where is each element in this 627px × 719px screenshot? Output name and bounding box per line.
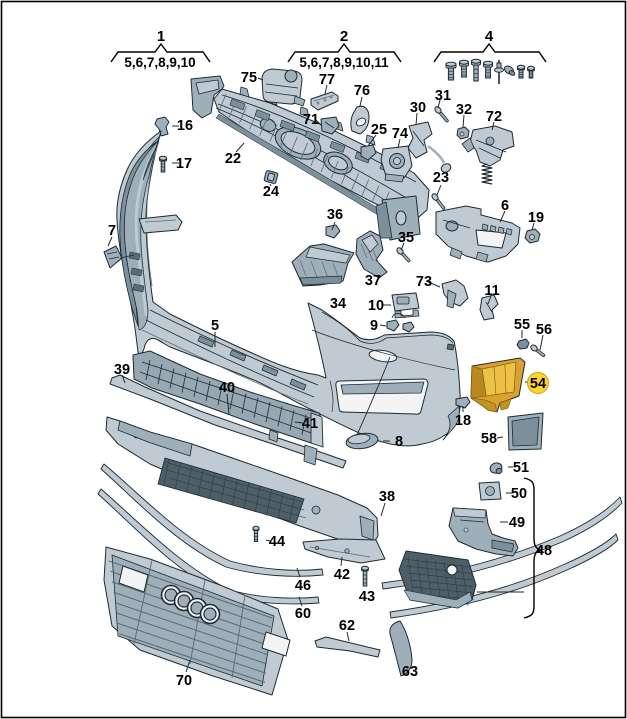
svg-text:75: 75 — [241, 70, 257, 86]
svg-text:62: 62 — [339, 618, 355, 634]
svg-text:19: 19 — [528, 210, 544, 226]
svg-text:58: 58 — [481, 431, 497, 447]
svg-text:60: 60 — [295, 606, 311, 622]
svg-text:2: 2 — [340, 28, 348, 45]
svg-text:4: 4 — [485, 28, 494, 45]
svg-text:46: 46 — [295, 578, 311, 594]
svg-text:34: 34 — [330, 296, 346, 312]
svg-text:11: 11 — [484, 283, 499, 299]
svg-text:43: 43 — [359, 589, 375, 605]
svg-text:30: 30 — [410, 100, 426, 116]
svg-text:7: 7 — [108, 223, 116, 239]
svg-text:38: 38 — [379, 489, 395, 505]
svg-text:50: 50 — [511, 486, 527, 502]
svg-text:51: 51 — [513, 460, 529, 476]
svg-text:56: 56 — [536, 322, 552, 338]
svg-text:10: 10 — [368, 298, 384, 314]
svg-text:54: 54 — [530, 376, 546, 392]
svg-text:70: 70 — [176, 673, 192, 689]
svg-text:77: 77 — [319, 72, 335, 88]
svg-text:25: 25 — [371, 122, 387, 138]
svg-text:71: 71 — [303, 112, 319, 128]
svg-text:9: 9 — [370, 318, 378, 334]
svg-text:6: 6 — [501, 198, 509, 214]
svg-text:32: 32 — [456, 102, 472, 118]
svg-text:23: 23 — [433, 170, 449, 186]
svg-text:63: 63 — [402, 664, 418, 680]
svg-text:31: 31 — [435, 88, 451, 104]
svg-text:42: 42 — [334, 567, 350, 583]
svg-text:35: 35 — [398, 230, 414, 246]
svg-text:17: 17 — [176, 156, 192, 172]
svg-text:41: 41 — [302, 416, 318, 432]
svg-text:18: 18 — [455, 413, 471, 429]
svg-text:24: 24 — [263, 184, 279, 200]
svg-text:5,6,7,8,9,10: 5,6,7,8,9,10 — [124, 55, 195, 70]
svg-text:5: 5 — [211, 318, 219, 334]
svg-text:48: 48 — [536, 543, 552, 559]
svg-text:76: 76 — [354, 83, 370, 99]
svg-text:5,6,7,8,9,10,11: 5,6,7,8,9,10,11 — [299, 55, 389, 70]
svg-text:39: 39 — [114, 362, 130, 378]
svg-text:74: 74 — [392, 126, 408, 142]
svg-text:40: 40 — [219, 380, 235, 396]
svg-text:16: 16 — [177, 118, 193, 134]
svg-text:49: 49 — [509, 515, 525, 531]
svg-text:8: 8 — [395, 434, 403, 450]
svg-text:36: 36 — [327, 207, 343, 223]
svg-text:1: 1 — [157, 28, 165, 45]
svg-text:73: 73 — [416, 274, 432, 290]
svg-text:72: 72 — [486, 109, 502, 125]
svg-text:55: 55 — [514, 317, 530, 333]
svg-text:44: 44 — [269, 534, 285, 550]
svg-text:22: 22 — [225, 151, 241, 167]
svg-text:37: 37 — [365, 273, 381, 289]
